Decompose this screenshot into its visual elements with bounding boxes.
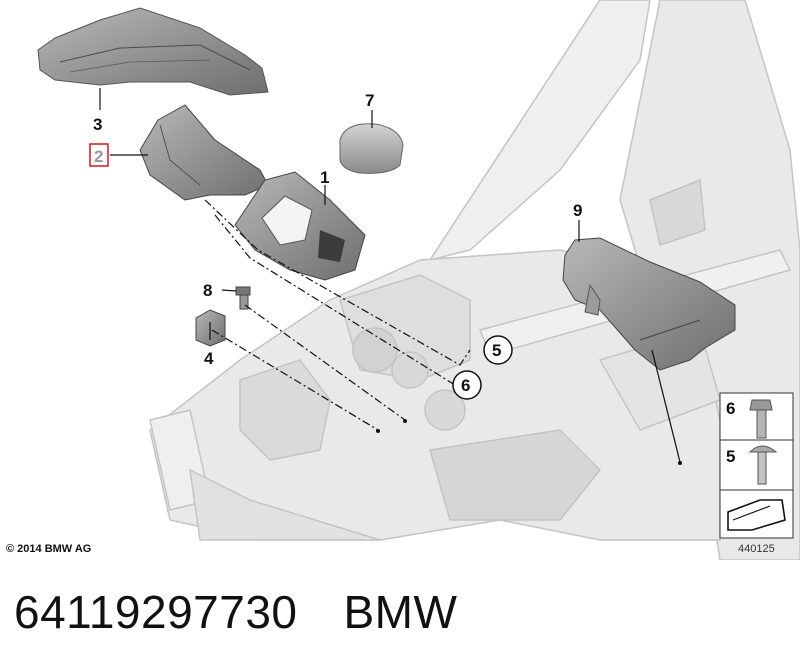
callout-3: 3 <box>93 115 102 134</box>
part-number: 64119297730 <box>14 586 298 638</box>
copyright-text: © 2014 BMW AG <box>6 543 92 555</box>
part-7-cap <box>339 123 404 174</box>
callout-5-circle: 5 <box>483 335 513 365</box>
callout-1: 1 <box>320 168 329 187</box>
part-1-frame <box>234 171 366 281</box>
highlight-box <box>89 143 109 167</box>
callout-6: 6 <box>461 376 470 395</box>
fastener-legend: 6 5 <box>719 392 794 539</box>
parts-diagram: 3 2 1 7 8 4 9 5 6 6 5 <box>37 0 800 560</box>
part-2-side-panel <box>139 104 269 201</box>
callout-4: 4 <box>204 349 214 368</box>
part-8-plug <box>235 286 251 310</box>
callout-9: 9 <box>573 201 582 220</box>
brand-name: BMW <box>343 586 458 638</box>
part-9-bracket <box>562 237 736 371</box>
bolt-icon <box>749 399 773 439</box>
callout-5: 5 <box>492 341 501 360</box>
callout-6-circle: 6 <box>452 370 482 400</box>
part-3-upper-trim <box>37 7 269 96</box>
legend-6: 6 <box>726 399 735 418</box>
callout-8: 8 <box>203 281 212 300</box>
callout-7: 7 <box>365 91 374 110</box>
callout-2: 2 <box>94 147 103 166</box>
screw-icon <box>748 445 778 485</box>
arrow-icon <box>727 499 786 531</box>
dashed-leaders <box>204 199 471 431</box>
part-caption: 64119297730 BMW <box>14 585 457 639</box>
legend-5: 5 <box>726 447 735 466</box>
drawing-number: 440125 <box>738 543 775 555</box>
leader-lines <box>99 88 681 463</box>
leader-dots <box>376 419 682 465</box>
